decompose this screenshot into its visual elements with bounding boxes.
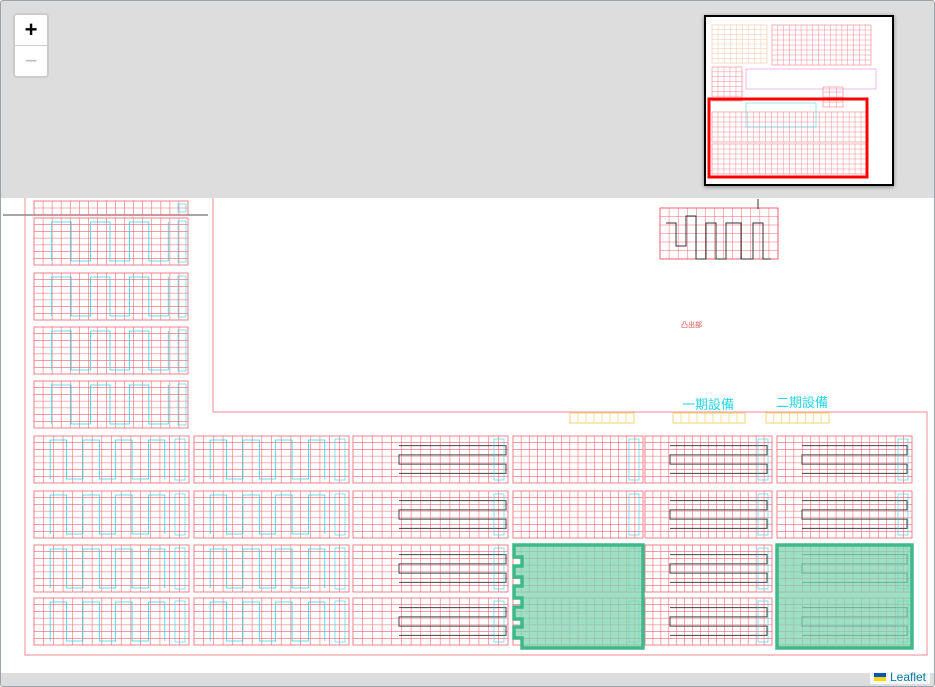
leaflet-link[interactable]: Leaflet — [889, 670, 926, 684]
zoom-out-button[interactable]: − — [24, 48, 38, 73]
ukraine-flag-icon — [873, 673, 886, 681]
highlight-area-2[interactable] — [775, 543, 914, 650]
panel-block — [33, 326, 189, 375]
attribution[interactable]: Leaflet — [869, 670, 930, 684]
panel-block — [776, 435, 913, 484]
highlight-area-1[interactable] — [512, 543, 645, 650]
panel-block — [512, 490, 644, 539]
panel-block — [352, 544, 509, 593]
zoom-control: + − — [13, 13, 49, 78]
panel-block — [193, 435, 350, 484]
panel-block — [644, 544, 773, 593]
panel-block — [193, 544, 350, 593]
equipment-strips — [569, 412, 830, 424]
minimap-viewport[interactable] — [707, 97, 869, 179]
panel-block — [352, 435, 509, 484]
panel-block — [512, 435, 644, 484]
phase2-label: 二期設備 — [776, 395, 828, 410]
room-pipe — [666, 215, 771, 260]
panel-block — [193, 490, 350, 539]
panel-block — [33, 272, 189, 321]
panel-block — [33, 380, 189, 429]
building-outline — [24, 198, 928, 656]
panel-block — [352, 490, 509, 539]
zoom-in-button[interactable]: + — [15, 15, 47, 46]
panel-block — [33, 435, 190, 484]
panel-blocks — [33, 200, 913, 646]
phase1-label: 一期設備 — [682, 397, 734, 412]
panel-block — [352, 597, 509, 646]
room-label: 凸出部 — [681, 320, 702, 329]
panel-block — [776, 490, 913, 539]
panel-block — [33, 200, 189, 216]
panel-block — [644, 490, 773, 539]
minimap[interactable] — [704, 15, 894, 186]
panel-block — [33, 490, 190, 539]
panel-block — [644, 597, 773, 646]
panel-block — [644, 435, 773, 484]
panel-block — [33, 544, 190, 593]
panel-block — [33, 597, 190, 646]
panel-block — [193, 597, 350, 646]
panel-block — [33, 217, 189, 266]
